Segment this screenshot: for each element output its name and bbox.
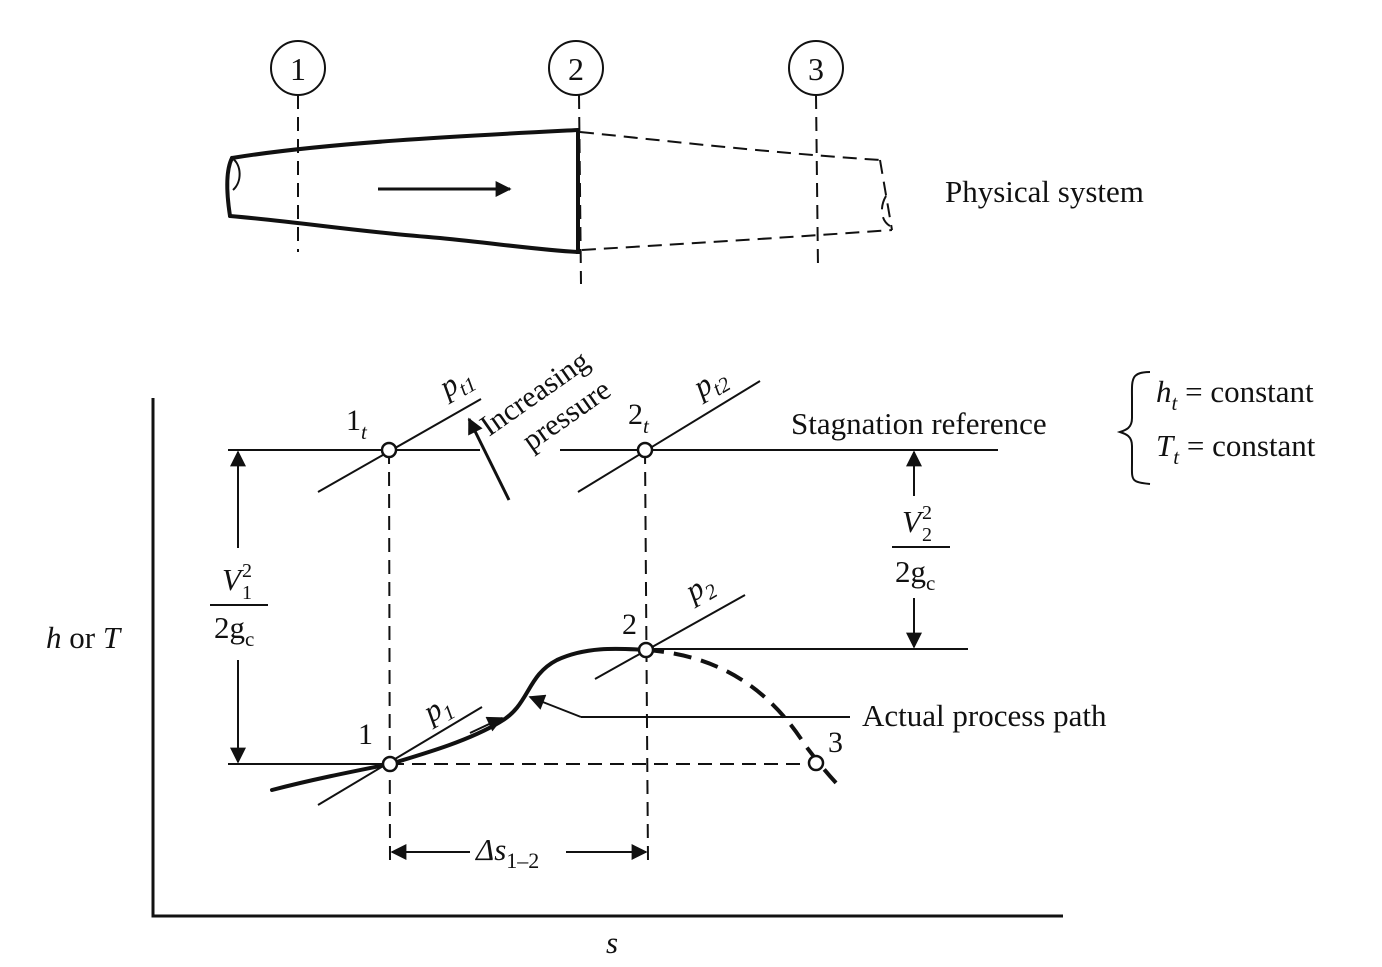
y-axis-label-T: T: [103, 620, 123, 655]
v2-sub: 2: [922, 524, 932, 546]
stagnation-condition-ht: ht = constant: [1156, 374, 1314, 415]
delta-s-main: Δs: [474, 832, 506, 867]
y-axis-label-h: h: [46, 620, 62, 655]
v1-denominator-sub: c: [245, 627, 254, 651]
isobar-p1: [317, 706, 483, 806]
station-label-2: 2: [568, 51, 584, 87]
v1-sub: 1: [242, 582, 252, 604]
station-marker-1: 1: [270, 40, 326, 252]
delta-s-label: Δs1–2: [474, 832, 539, 873]
process-path-dashed-extension: [645, 648, 844, 791]
duct-outlet-edge: [879, 159, 893, 231]
station-label-1: 1: [290, 51, 306, 87]
stagnation-reference-label: Stagnation reference: [791, 406, 1047, 441]
station-marker-2: 2: [548, 40, 604, 285]
process-path-inlet-segment: [270, 762, 392, 792]
state-label-1t-main: 1: [346, 404, 361, 437]
actual-process-path-leader-arrow: [528, 694, 582, 718]
state-point-2t: [636, 441, 654, 459]
ht-sub: t: [1172, 391, 1179, 415]
v1-main: V: [222, 562, 244, 597]
x-axis-label: s: [606, 925, 618, 960]
state-label-2t-main: 2: [628, 398, 643, 431]
state-label-2t-sub: t: [643, 414, 650, 438]
state-point-2: [637, 641, 655, 659]
v2-main: V: [902, 504, 924, 539]
stagnation-condition-Tt: Tt = constant: [1156, 428, 1316, 469]
ht-main: h: [1156, 374, 1172, 409]
Tt-main: T: [1156, 428, 1176, 463]
state-point-3: [807, 754, 825, 772]
isobar-p2: [594, 594, 746, 680]
duct-solid-upper-wall: [230, 128, 580, 160]
isobar-label-pt1: pt1: [431, 358, 480, 410]
Tt-sub: t: [1173, 445, 1180, 469]
duct-inlet-edge: [225, 156, 234, 218]
hs-diagram: h or T s Increasing pressure: [46, 340, 1316, 960]
y-axis-label: h or T: [46, 620, 123, 655]
increasing-pressure-label: Increasing pressure: [474, 340, 622, 472]
isobar-pt2: [577, 380, 761, 493]
Tt-rhs: = constant: [1179, 428, 1316, 463]
v2-denominator-main: 2g: [895, 554, 926, 589]
v2-denominator-sub: c: [926, 571, 935, 595]
state-label-2: 2: [622, 608, 637, 641]
state-point-1t: [380, 441, 398, 459]
ht-rhs: = constant: [1177, 374, 1314, 409]
duct-solid-lower-wall: [228, 214, 580, 254]
v2-denominator: 2gc: [895, 554, 935, 595]
physical-system: 1 2 3 Physical system: [225, 40, 1144, 285]
station-label-3: 3: [808, 51, 824, 87]
duct-dashed-lower-wall: [581, 229, 893, 251]
state-label-2t: 2t: [628, 398, 650, 438]
v1-denominator-main: 2g: [214, 610, 245, 645]
state-label-1: 1: [358, 718, 373, 751]
physical-system-label: Physical system: [945, 174, 1144, 209]
duct-outlet-lip: [880, 195, 891, 227]
y-axis-label-or: or: [62, 620, 103, 655]
delta-s-sub: 1–2: [506, 848, 539, 873]
duct-inlet-lip: [231, 157, 241, 191]
state-point-1: [381, 755, 399, 773]
v1-sup: 2: [242, 560, 252, 582]
state-label-1t-sub: t: [361, 420, 368, 444]
v1-denominator: 2gc: [214, 610, 254, 651]
process-direction-arrow: [469, 716, 504, 734]
state-label-3: 3: [828, 726, 843, 759]
state-label-1t: 1t: [346, 404, 368, 444]
isobar-pt1: [317, 398, 482, 493]
isobar-label-p1: p1: [415, 686, 459, 735]
actual-process-path-label: Actual process path: [862, 698, 1107, 733]
duct-dashed-upper-wall: [579, 131, 881, 161]
increasing-pressure-arrow: [467, 417, 511, 501]
diagram-axes: [151, 398, 1063, 918]
station-marker-3: 3: [788, 40, 844, 269]
isobar-label-p2: p2: [677, 565, 722, 614]
actual-process-path-curve: [388, 646, 648, 766]
v2-sup: 2: [922, 502, 932, 524]
state-1-vertical-dashed-line: [388, 449, 391, 863]
stagnation-brace: [1116, 371, 1151, 485]
